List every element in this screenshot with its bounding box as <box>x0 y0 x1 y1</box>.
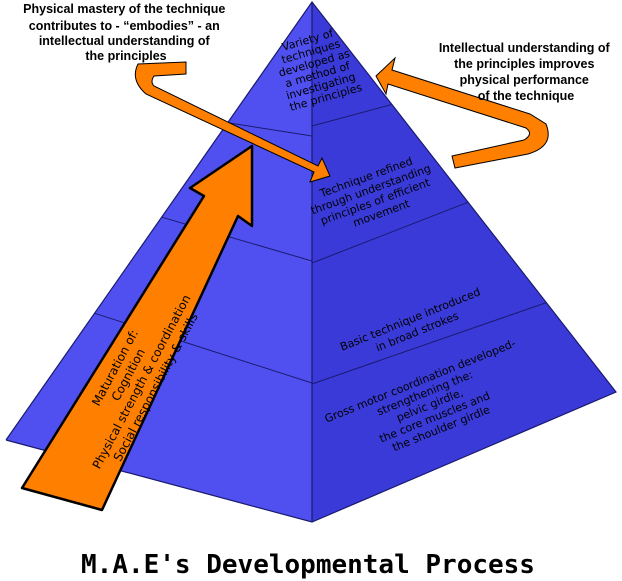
annotation-left-line: intellectual understanding of <box>39 34 211 48</box>
curved-arrow-left <box>134 61 331 183</box>
pyramid-right-face <box>312 2 616 522</box>
annotation-right-line: of the technique <box>478 89 575 103</box>
annotation-left-line: the principles <box>85 49 166 63</box>
curved-arrow-right <box>375 56 549 169</box>
annotation-right-line: the principles improves <box>454 57 594 71</box>
annotation-left-line: contributes to - “embodies” - an <box>29 19 220 33</box>
annotation-physical-mastery: Physical mastery of the technique contri… <box>23 2 229 63</box>
annotation-right-line: Intellectual understanding of <box>439 41 611 55</box>
annotation-intellectual-understanding: Intellectual understanding of the princi… <box>439 41 613 103</box>
maturation-arrow <box>20 144 254 512</box>
annotation-right-line: physical performance <box>460 73 589 87</box>
pyramid-edges <box>5 0 617 523</box>
page-title: M.A.E's Developmental Process <box>81 550 535 580</box>
annotation-left-line: Physical mastery of the technique <box>23 2 225 16</box>
